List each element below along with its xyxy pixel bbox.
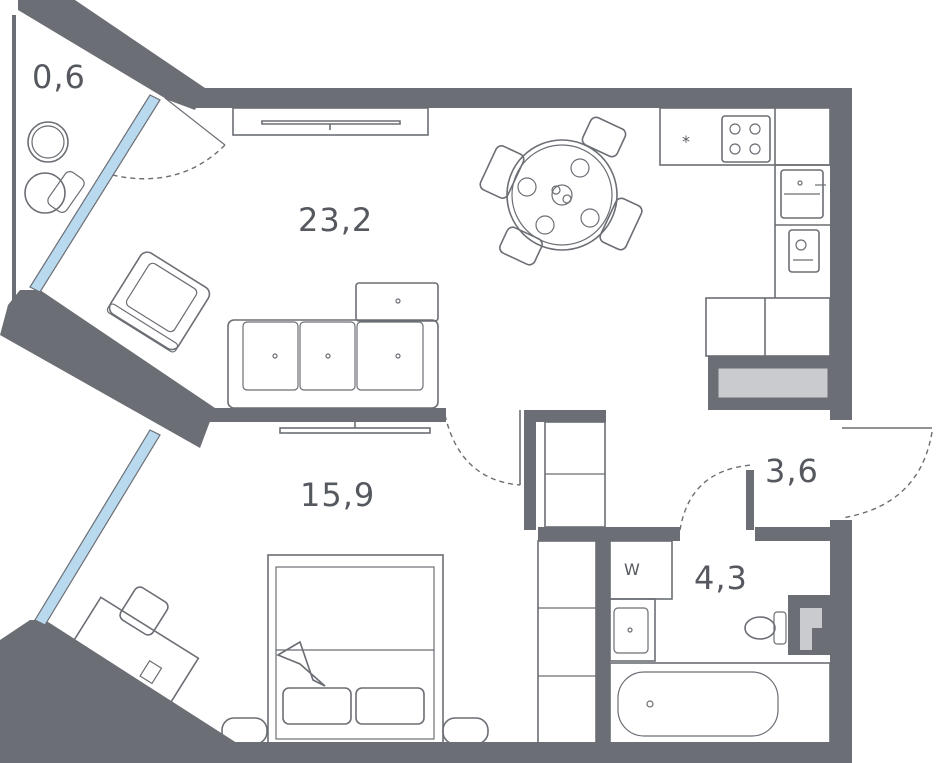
living-furniture (106, 107, 643, 486)
bedroom-furniture (70, 422, 489, 745)
washer-symbol: W (624, 560, 640, 579)
balcony-furniture (24, 121, 85, 214)
hallway-area-label: 3,6 (765, 452, 819, 490)
kitchen: * (659, 107, 831, 357)
bathroom-area-label: 4,3 (694, 559, 748, 597)
bathroom: W (609, 540, 831, 744)
bedroom-area-label: 15,9 (300, 476, 375, 514)
living-area-label: 23,2 (298, 201, 373, 239)
walls (0, 0, 852, 763)
windows (29, 94, 226, 626)
wardrobes (537, 421, 606, 744)
hallway (679, 427, 933, 531)
balcony-area-label: 0,6 (32, 58, 86, 96)
hood-symbol: * (682, 132, 690, 151)
